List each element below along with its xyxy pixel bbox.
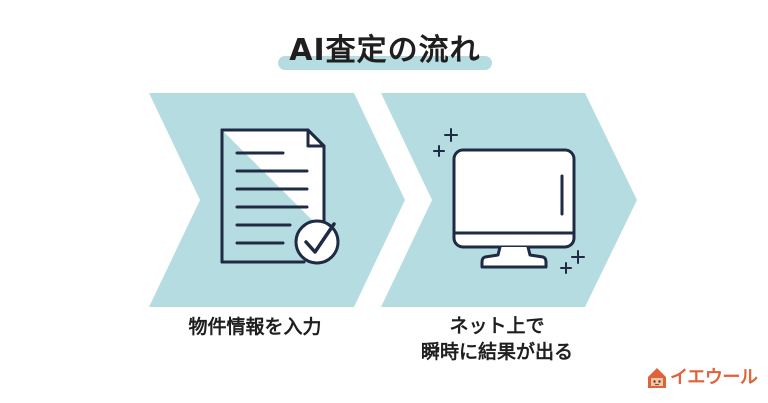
house-logo-icon xyxy=(648,368,666,388)
page-title: AI査定の流れ xyxy=(289,33,481,68)
step-1-caption: 物件情報を入力 xyxy=(188,316,322,338)
brand-name: イエウール xyxy=(670,367,758,388)
brand-logo: イエウール xyxy=(646,364,764,394)
document-check-icon xyxy=(220,128,340,265)
step-2-caption-line-1: ネット上で xyxy=(449,315,545,337)
step-2-caption-line-2: 瞬時に結果が出る xyxy=(420,341,573,363)
title-highlight xyxy=(278,56,492,70)
sparkle-icon-2 xyxy=(560,250,585,274)
page-title-block: AI査定の流れ xyxy=(274,30,496,76)
step-1-chevron xyxy=(149,93,405,307)
monitor-icon xyxy=(452,148,576,269)
sparkle-icon xyxy=(433,128,458,157)
step-2-caption: ネット上で 瞬時に結果が出る xyxy=(392,313,602,365)
